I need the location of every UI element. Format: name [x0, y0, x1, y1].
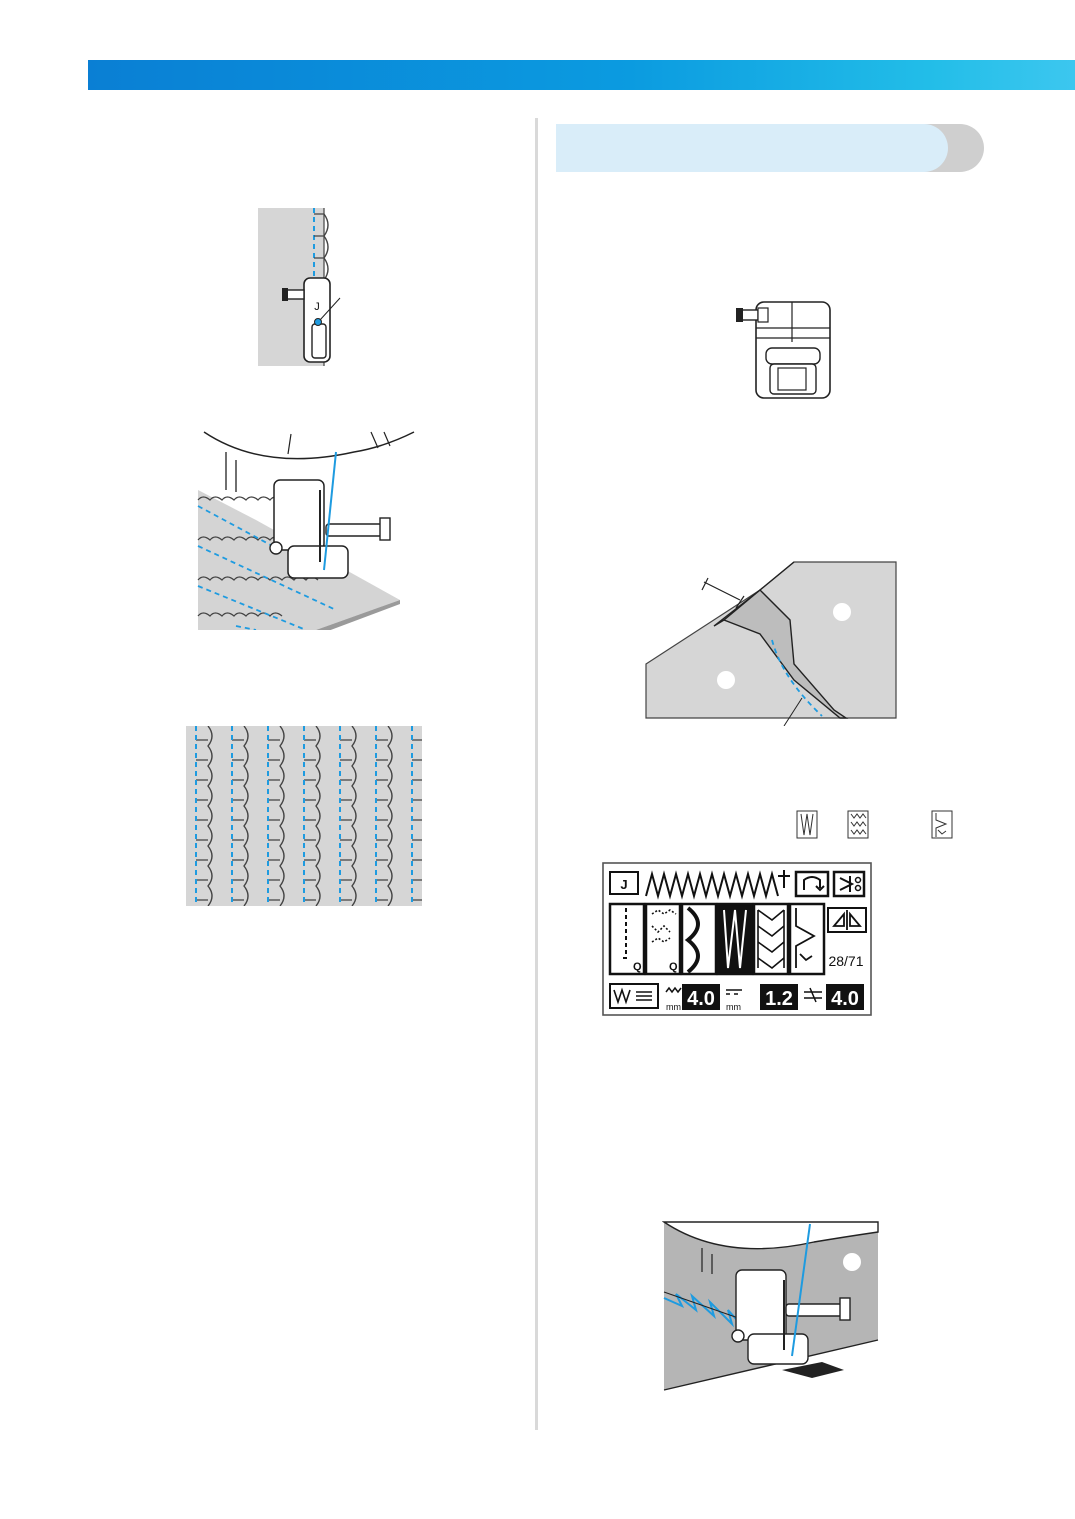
folded-hem-fabric-illustration — [644, 560, 898, 726]
mirror-image-icon — [827, 907, 867, 933]
length-unit-label: mm — [726, 1002, 741, 1012]
pattern-zigzag-selected-icon — [716, 902, 754, 976]
svg-text:Q: Q — [669, 961, 678, 973]
stitch-width-value: 4.0 — [687, 988, 715, 1010]
stitch-length-value: 1.2 — [765, 988, 793, 1010]
presser-foot-letter: J — [314, 301, 320, 313]
section-heading-bar — [556, 124, 984, 172]
pattern-three-point-zigzag-icon — [752, 902, 790, 976]
svg-text:J: J — [620, 877, 627, 892]
zigzag-stitch-icon — [796, 810, 818, 839]
machine-sewing-scallops-illustration — [196, 430, 416, 630]
svg-text:Q: Q — [633, 961, 642, 973]
thread-cutter-icon — [832, 870, 866, 898]
column-divider — [535, 118, 538, 1430]
tension-icon — [804, 987, 822, 1003]
presser-foot-j-illustration: J — [256, 206, 346, 368]
width-unit-label: mm — [666, 1002, 681, 1012]
pattern-counter: 28/71 — [828, 953, 863, 969]
pattern-scallop-stitch-icon — [680, 902, 718, 976]
third-setting-value: 4.0 — [831, 988, 859, 1010]
stitch-length-icon — [726, 989, 742, 995]
three-point-zigzag-icon — [847, 810, 869, 839]
header-color-bar — [88, 60, 1075, 90]
stitch-width-icon — [665, 986, 682, 994]
finished-scallop-sample — [186, 726, 422, 906]
blind-stitch-foot-illustration — [734, 298, 838, 402]
pattern-straight-stitch-icon: Q — [608, 902, 646, 976]
blind-hem-stitch-icon — [931, 810, 953, 839]
reverse-stitch-icon — [794, 870, 830, 898]
pattern-blind-hem-icon — [788, 902, 826, 976]
machine-sewing-blind-hem-illustration — [662, 1220, 880, 1392]
stitch-icon-group — [796, 810, 956, 840]
lcd-screen: J Q Q — [602, 862, 872, 1016]
presser-foot-code-icon: J — [609, 871, 639, 895]
pattern-decorative-stitch-icon: Q — [644, 902, 682, 976]
stitch-settings-icon — [609, 983, 659, 1009]
